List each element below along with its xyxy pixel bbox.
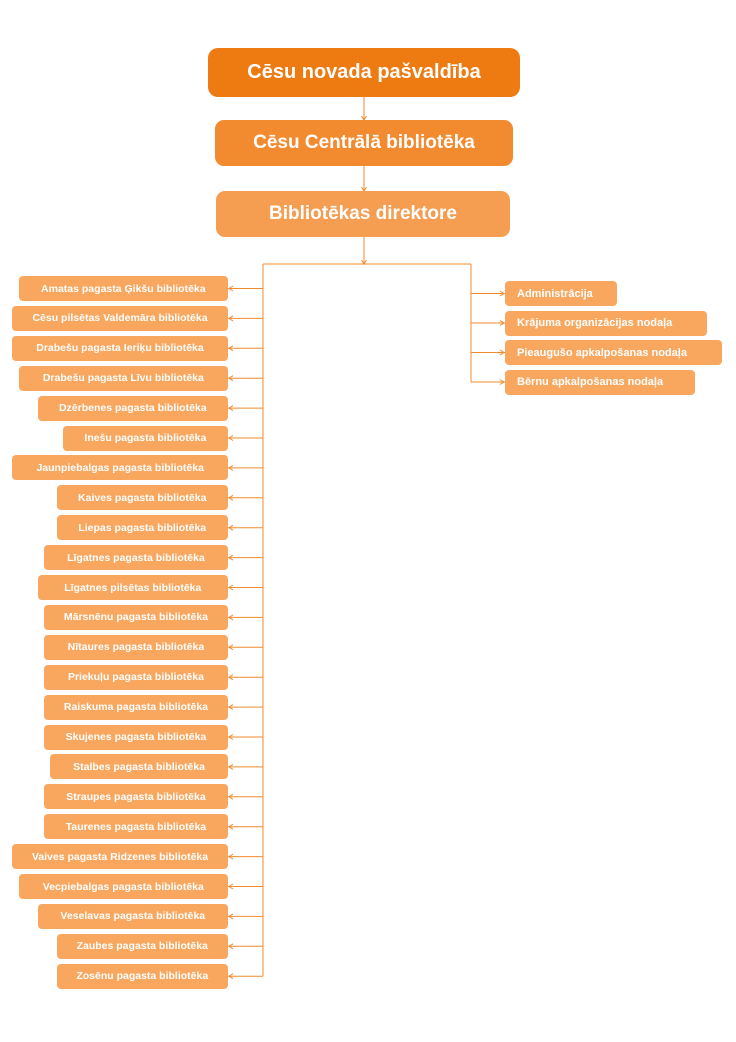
arrowhead-left	[228, 315, 234, 322]
department-box: Administrācija	[505, 281, 617, 306]
arrowhead-left	[228, 464, 234, 471]
arrowhead-left	[228, 644, 234, 651]
branch-library-box: Dzērbenes pagasta bibliotēka	[37, 395, 228, 421]
node-central-library: Cēsu Centrālā bibliotēka	[215, 120, 513, 166]
arrowhead-left	[228, 494, 234, 501]
arrowhead-left	[228, 943, 234, 950]
branch-library-box: Nītaures pagasta bibliotēka	[43, 634, 228, 660]
arrowhead-right	[499, 379, 505, 385]
arrowhead-right	[499, 290, 505, 297]
branch-library-box: Vaives pagasta Ridzenes bibliotēka	[12, 844, 228, 870]
department-box: Krājuma organizācijas nodaļa	[505, 310, 707, 336]
branch-library-box: Liepas pagasta bibliotēka	[56, 515, 228, 541]
arrowhead-left	[228, 674, 234, 681]
branch-library-box: Jaunpiebalgas pagasta bibliotēka	[12, 455, 228, 481]
arrowhead-left	[228, 913, 234, 920]
branch-library-box: Zosēnu pagasta bibliotēka	[56, 963, 228, 989]
branch-library-box: Kaives pagasta bibliotēka	[56, 485, 228, 511]
arrowhead-left	[228, 883, 234, 890]
branch-library-box: Priekuļu pagasta bibliotēka	[43, 664, 228, 690]
branch-library-box: Amatas pagasta Ģikšu bibliotēka	[18, 276, 228, 301]
arrowhead-left	[228, 734, 234, 740]
branch-library-box: Līgatnes pagasta bibliotēka	[43, 545, 228, 571]
arrowhead-down	[361, 259, 367, 265]
arrowhead-left	[228, 524, 234, 531]
department-box: Bērnu apkalpošanas nodaļa	[505, 369, 695, 395]
arrowhead-left	[228, 285, 234, 292]
arrowhead-left	[228, 704, 234, 711]
arrowhead-left	[228, 763, 234, 770]
arrowhead-left	[228, 375, 234, 382]
arrowhead-left	[228, 793, 234, 800]
arrowhead-left	[228, 853, 234, 860]
branch-library-box: Skujenes pagasta bibliotēka	[43, 724, 228, 750]
arrowhead-left	[228, 823, 234, 830]
arrowhead-left	[228, 584, 234, 591]
arrowhead-left	[228, 973, 234, 980]
branch-library-box: Inešu pagasta bibliotēka	[62, 425, 228, 451]
branch-library-box: Līgatnes pilsētas bibliotēka	[37, 575, 228, 600]
branch-library-box: Mārsnēnu pagasta bibliotēka	[43, 604, 228, 630]
arrowhead-left	[228, 614, 234, 621]
arrowhead-left	[228, 554, 234, 561]
arrowhead-right	[499, 320, 505, 326]
branch-library-box: Vecpiebalgas pagasta bibliotēka	[18, 874, 228, 899]
branch-library-box: Drabešu pagasta Līvu bibliotēka	[18, 365, 228, 391]
branch-library-box: Stalbes pagasta bibliotēka	[50, 754, 228, 780]
node-municipality: Cēsu novada pašvaldība	[208, 48, 520, 97]
branch-library-box: Taurenes pagasta bibliotēka	[43, 814, 228, 840]
department-box: Pieaugušo apkalpošanas nodaļa	[505, 340, 722, 365]
branch-library-box: Drabešu pagasta Ieriķu bibliotēka	[12, 335, 228, 361]
arrowhead-left	[228, 405, 234, 412]
node-director: Bibliotēkas direktore	[216, 191, 510, 237]
arrowhead-right	[499, 349, 505, 356]
branch-library-box: Veselavas pagasta bibliotēka	[37, 903, 228, 929]
branch-library-box: Zaubes pagasta bibliotēka	[56, 933, 228, 959]
branch-library-box: Cēsu pilsētas Valdemāra bibliotēka	[12, 305, 228, 331]
branch-library-box: Straupes pagasta bibliotēka	[43, 784, 228, 810]
arrowhead-left	[228, 435, 234, 441]
branch-library-box: Raiskuma pagasta bibliotēka	[43, 694, 228, 720]
arrowhead-left	[228, 345, 234, 352]
